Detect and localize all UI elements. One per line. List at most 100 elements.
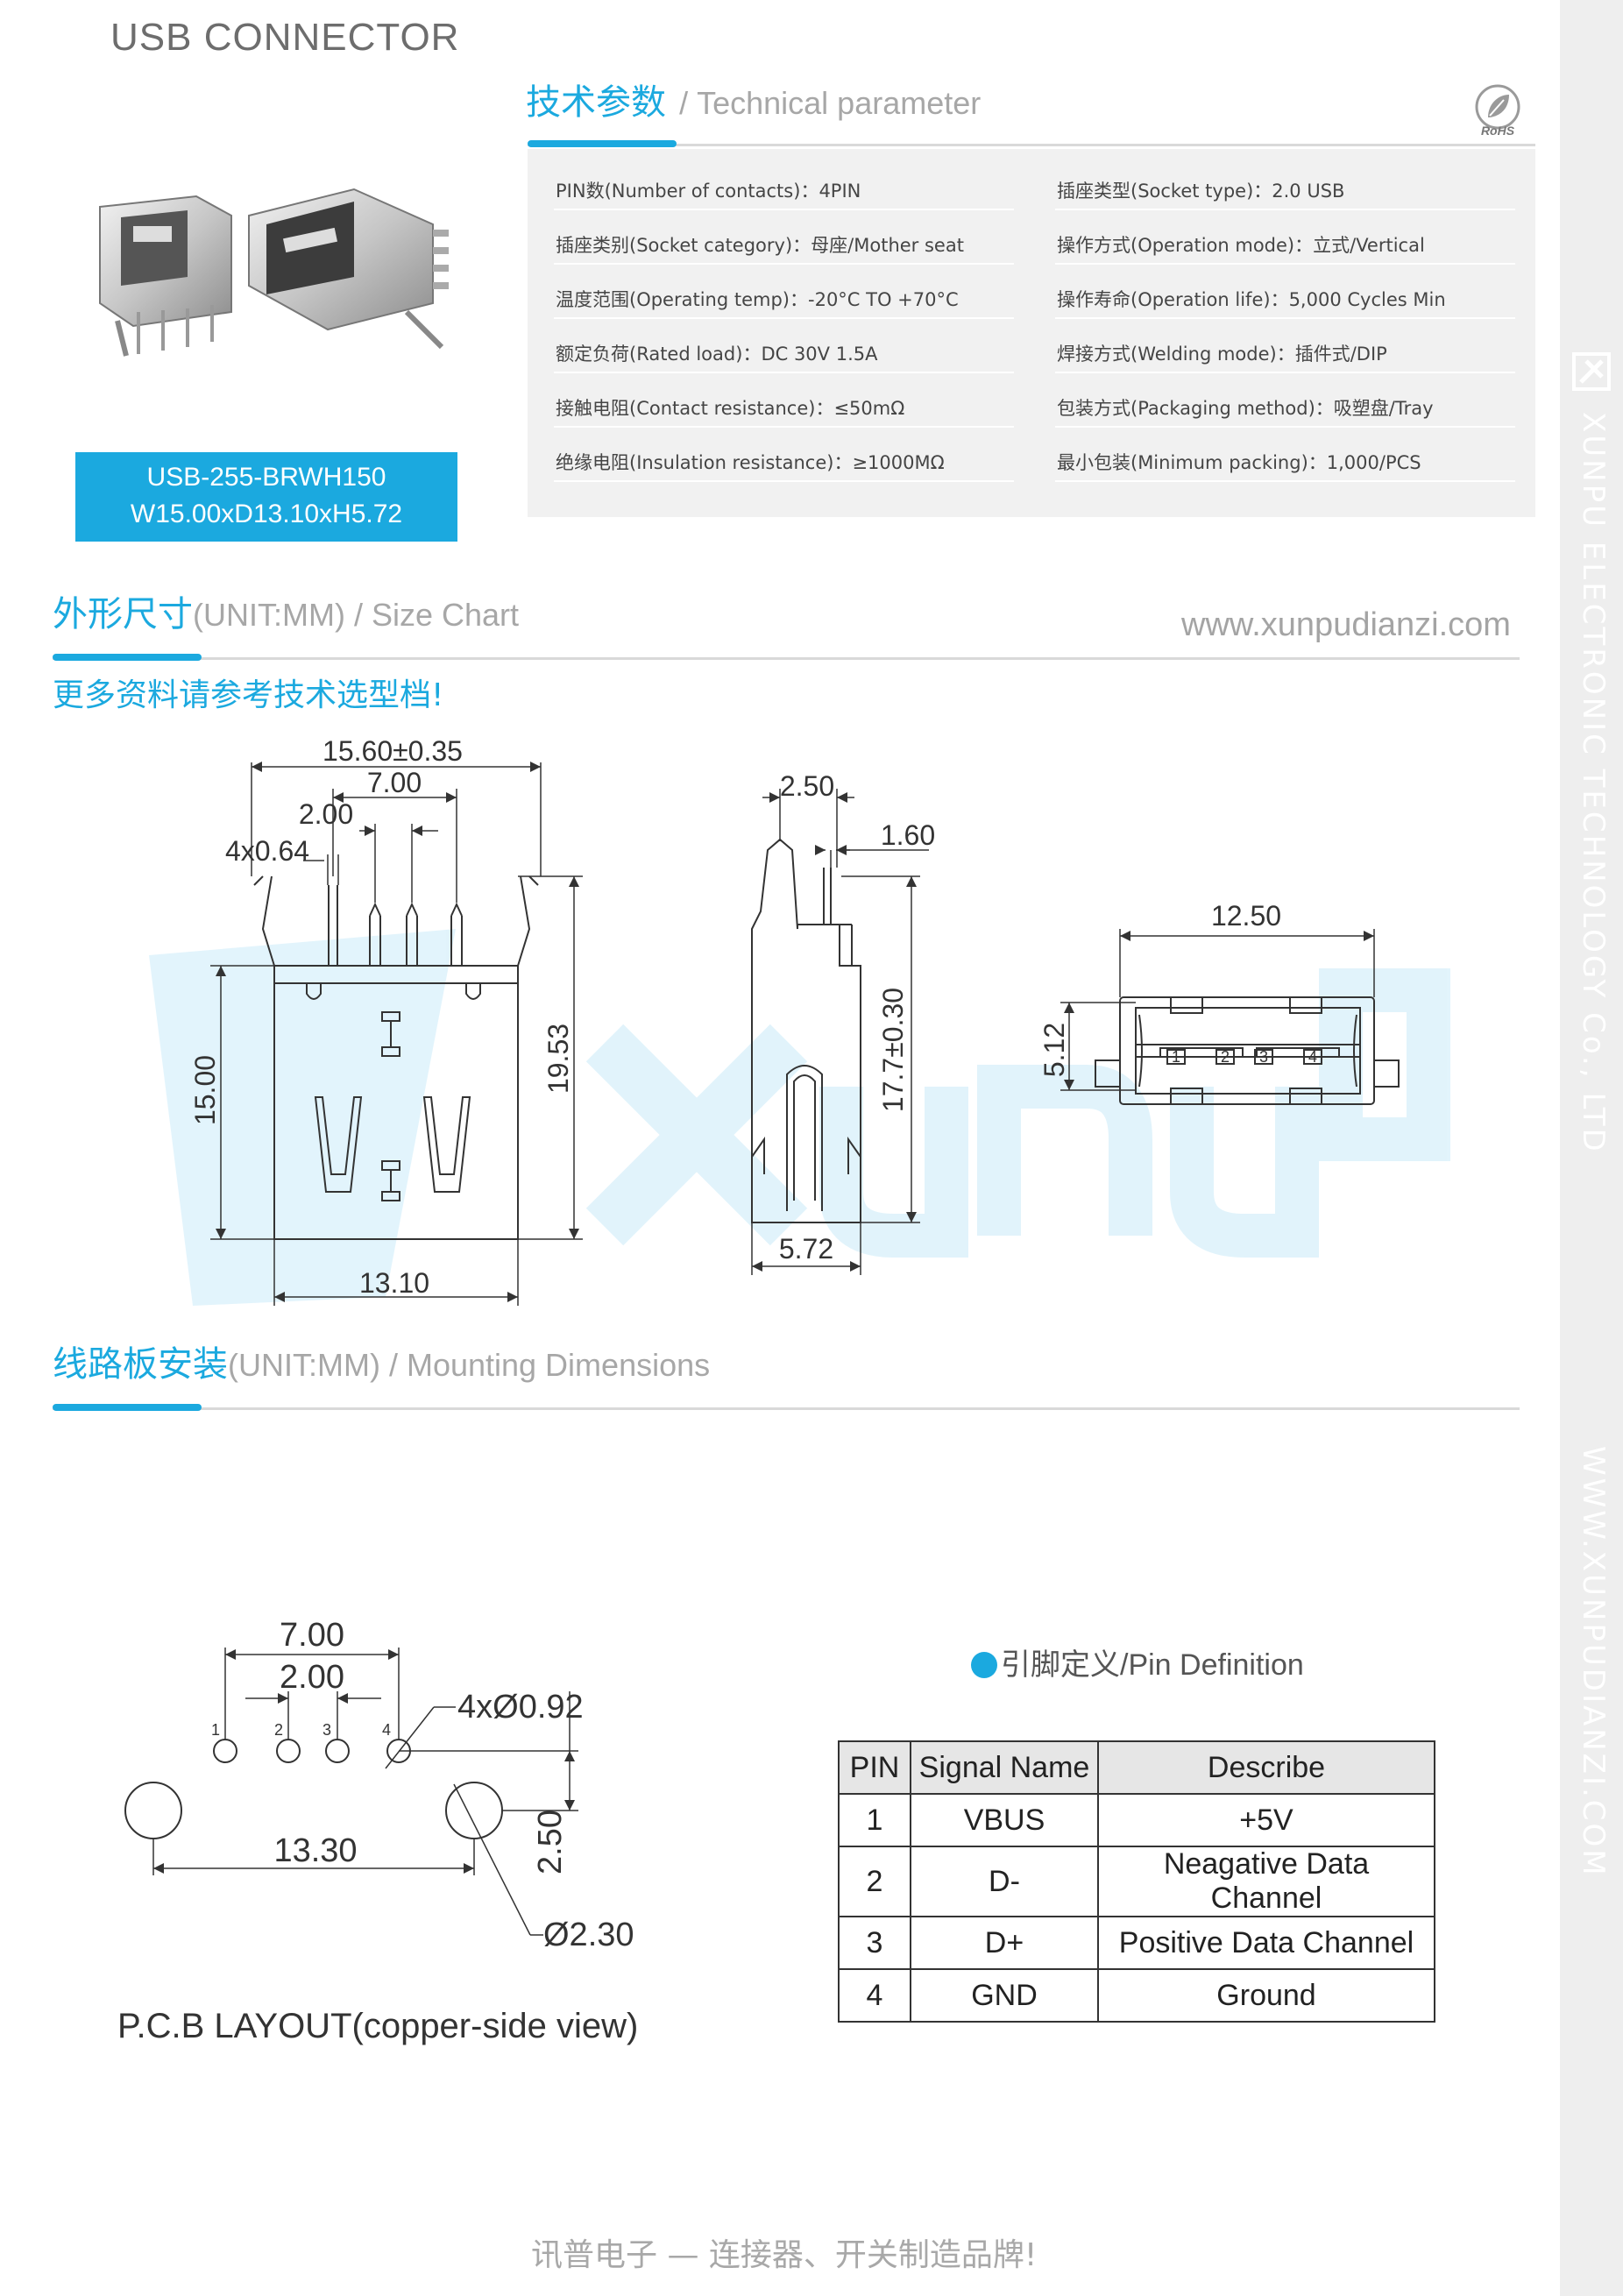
table-cell: GND (910, 1968, 1099, 2023)
pin-definition-title: 引脚定义/Pin Definition (971, 1641, 1304, 1683)
bullet-icon (971, 1652, 997, 1678)
rohs-icon: RoHS (1475, 84, 1520, 138)
param-right-2: 操作方式(Operation mode)：立式/Vertical (1057, 235, 1425, 256)
side-company-name: XUNPU ELECTRONIC TECHNOLOGY Co., LTD (1576, 412, 1611, 1154)
tech-param-rule (528, 144, 1535, 146)
table-header-describe: Describe (1097, 1740, 1435, 1795)
table-cell: 2 (838, 1846, 911, 1917)
param-left-2: 插座类别(Socket category)：母座/Mother seat (556, 235, 964, 256)
mounting-header: 线路板安装(UNIT:MM) / Mounting Dimensions (53, 1336, 710, 1386)
pcb-dim-offset: 2.50 (532, 1810, 569, 1874)
model-box: USB-255-BRWH150 W15.00xD13.10xH5.72 (75, 452, 457, 542)
size-chart-header-en: (UNIT:MM) / Size Chart (193, 597, 520, 633)
model-dimensions: W15.00xD13.10xH5.72 (130, 500, 403, 528)
table-cell: Ground (1097, 1968, 1435, 2023)
size-chart-drawing: 15.60±0.35 7.00 2.00 4x0.64 15.00 19.53 … (149, 735, 1450, 1306)
dim-front-height-right: 19.53 (542, 1024, 574, 1094)
table-header-signal: Signal Name (910, 1740, 1099, 1795)
pcb-dim-span: 7.00 (280, 1617, 344, 1654)
side-view (751, 838, 861, 1223)
pcb-dim-pitch: 2.00 (280, 1659, 344, 1696)
front-view (253, 875, 539, 1240)
param-right-6: 最小包装(Minimum packing)：1,000/PCS (1057, 452, 1421, 473)
pcb-dim-hole-small: 4xØ0.92 (457, 1689, 584, 1726)
website-url: www.xunpudianzi.com (1181, 606, 1511, 643)
size-chart-rule (53, 657, 1520, 660)
param-right-4: 焊接方式(Welding mode)：插件式/DIP (1057, 344, 1387, 365)
table-cell: 4 (838, 1968, 911, 2023)
connector-right-photo (248, 188, 449, 350)
tech-param-rule-accent (528, 140, 677, 147)
pcb-dim-mount-span: 13.30 (273, 1832, 357, 1869)
model-part-number: USB-255-BRWH150 (146, 463, 386, 492)
brand-logo-icon (1572, 352, 1611, 391)
mounting-rule-accent (53, 1404, 202, 1411)
top-pin-4-label: 4 (1308, 1048, 1317, 1066)
top-pin-2-label: 2 (1221, 1048, 1230, 1066)
front-dimension-lines (210, 762, 583, 1306)
param-right-3: 操作寿命(Operation life)：5,000 Cycles Min (1057, 289, 1446, 310)
size-chart-header-cn: 外形尺寸 (53, 594, 193, 634)
table-cell: D+ (910, 1916, 1099, 1970)
param-right-5: 包装方式(Packaging method)：吸塑盘/Tray (1057, 398, 1434, 419)
mounting-rule (53, 1407, 1520, 1410)
table-cell: Neagative Data Channel (1097, 1846, 1435, 1917)
dim-side-height: 17.7±0.30 (877, 988, 909, 1112)
dim-front-pin-width: 4x0.64 (225, 835, 309, 867)
size-chart-header: 外形尺寸(UNIT:MM) / Size Chart (53, 585, 519, 636)
param-left-1: PIN数(Number of contacts)：4PIN (556, 181, 861, 202)
params-panel: PIN数(Number of contacts)：4PIN 插座类别(Socke… (528, 149, 1535, 517)
dim-front-width-top: 15.60±0.35 (322, 735, 463, 767)
pcb-pin-2-label: 2 (274, 1721, 283, 1739)
table-cell: Positive Data Channel (1097, 1916, 1435, 1970)
top-pin-3-label: 3 (1259, 1048, 1268, 1066)
top-dimension-lines (1060, 929, 1375, 1091)
table-cell: D- (910, 1846, 1099, 1917)
table-row: 2 D- Neagative Data Channel (838, 1846, 1435, 1917)
more-info-note: 更多资料请参考技术选型档! (53, 677, 444, 713)
dim-front-height-left: 15.00 (189, 1055, 221, 1125)
pin-definition-table: PIN Signal Name Describe 1 VBUS +5V 2 D-… (838, 1740, 1435, 2023)
dim-side-depth: 5.72 (779, 1233, 833, 1265)
dim-top-height: 5.12 (1038, 1023, 1070, 1077)
param-right-1: 插座类型(Socket type)：2.0 USB (1057, 181, 1345, 202)
pcb-pin-1-label: 1 (211, 1721, 220, 1739)
dim-top-width: 12.50 (1211, 900, 1281, 932)
product-photo (99, 188, 449, 357)
pcb-holes (124, 1739, 503, 1839)
footer-slogan: 讯普电子 — 连接器、开关制造品牌! (531, 2237, 1038, 2273)
connector-left-photo (99, 195, 232, 357)
table-header-row: PIN Signal Name Describe (838, 1740, 1435, 1795)
pcb-pin-3-label: 3 (322, 1721, 331, 1739)
dim-front-pitch: 2.00 (299, 798, 353, 830)
mounting-header-cn: 线路板安装 (53, 1344, 228, 1385)
table-cell: VBUS (910, 1793, 1099, 1847)
table-cell: 3 (838, 1916, 911, 1970)
mounting-header-en: (UNIT:MM) / Mounting Dimensions (228, 1347, 711, 1383)
side-strip (1560, 0, 1623, 2296)
param-left-4: 额定负荷(Rated load)：DC 30V 1.5A (556, 344, 878, 365)
top-view (1095, 996, 1400, 1105)
table-row: 4 GND Ground (838, 1968, 1435, 2023)
top-pin-1-label: 1 (1172, 1048, 1180, 1066)
tech-param-header-en: / Technical parameter (679, 85, 982, 121)
dim-front-width-bottom: 13.10 (359, 1267, 429, 1299)
pcb-pin-4-label: 4 (382, 1721, 391, 1739)
param-left-6: 绝缘电阻(Insulation resistance)：≥1000MΩ (556, 452, 945, 473)
dim-front-span: 7.00 (367, 767, 422, 798)
param-left-5: 接触电阻(Contact resistance)：≤50mΩ (556, 398, 905, 419)
table-row: 3 D+ Positive Data Channel (838, 1916, 1435, 1970)
size-chart-rule-accent (53, 654, 202, 661)
table-cell: 1 (838, 1793, 911, 1847)
table-row: 1 VBUS +5V (838, 1793, 1435, 1847)
tech-param-header: 技术参数 / Technical parameter (526, 74, 981, 124)
pcb-dim-hole-large: Ø2.30 (543, 1917, 634, 1953)
side-website: WWW.XUNPUDIANZI.COM (1576, 1446, 1611, 1878)
table-header-pin: PIN (838, 1740, 911, 1795)
dim-side-top: 2.50 (780, 770, 834, 802)
tech-param-header-cn: 技术参数 (526, 82, 666, 123)
pcb-layout-drawing: 7.00 2.00 4xØ0.92 13.30 2.50 Ø2.30 1 2 3… (124, 1617, 634, 1953)
rohs-label: RoHS (1481, 124, 1515, 138)
side-dimension-lines (751, 789, 929, 1275)
dim-side-tail: 1.60 (881, 819, 935, 851)
